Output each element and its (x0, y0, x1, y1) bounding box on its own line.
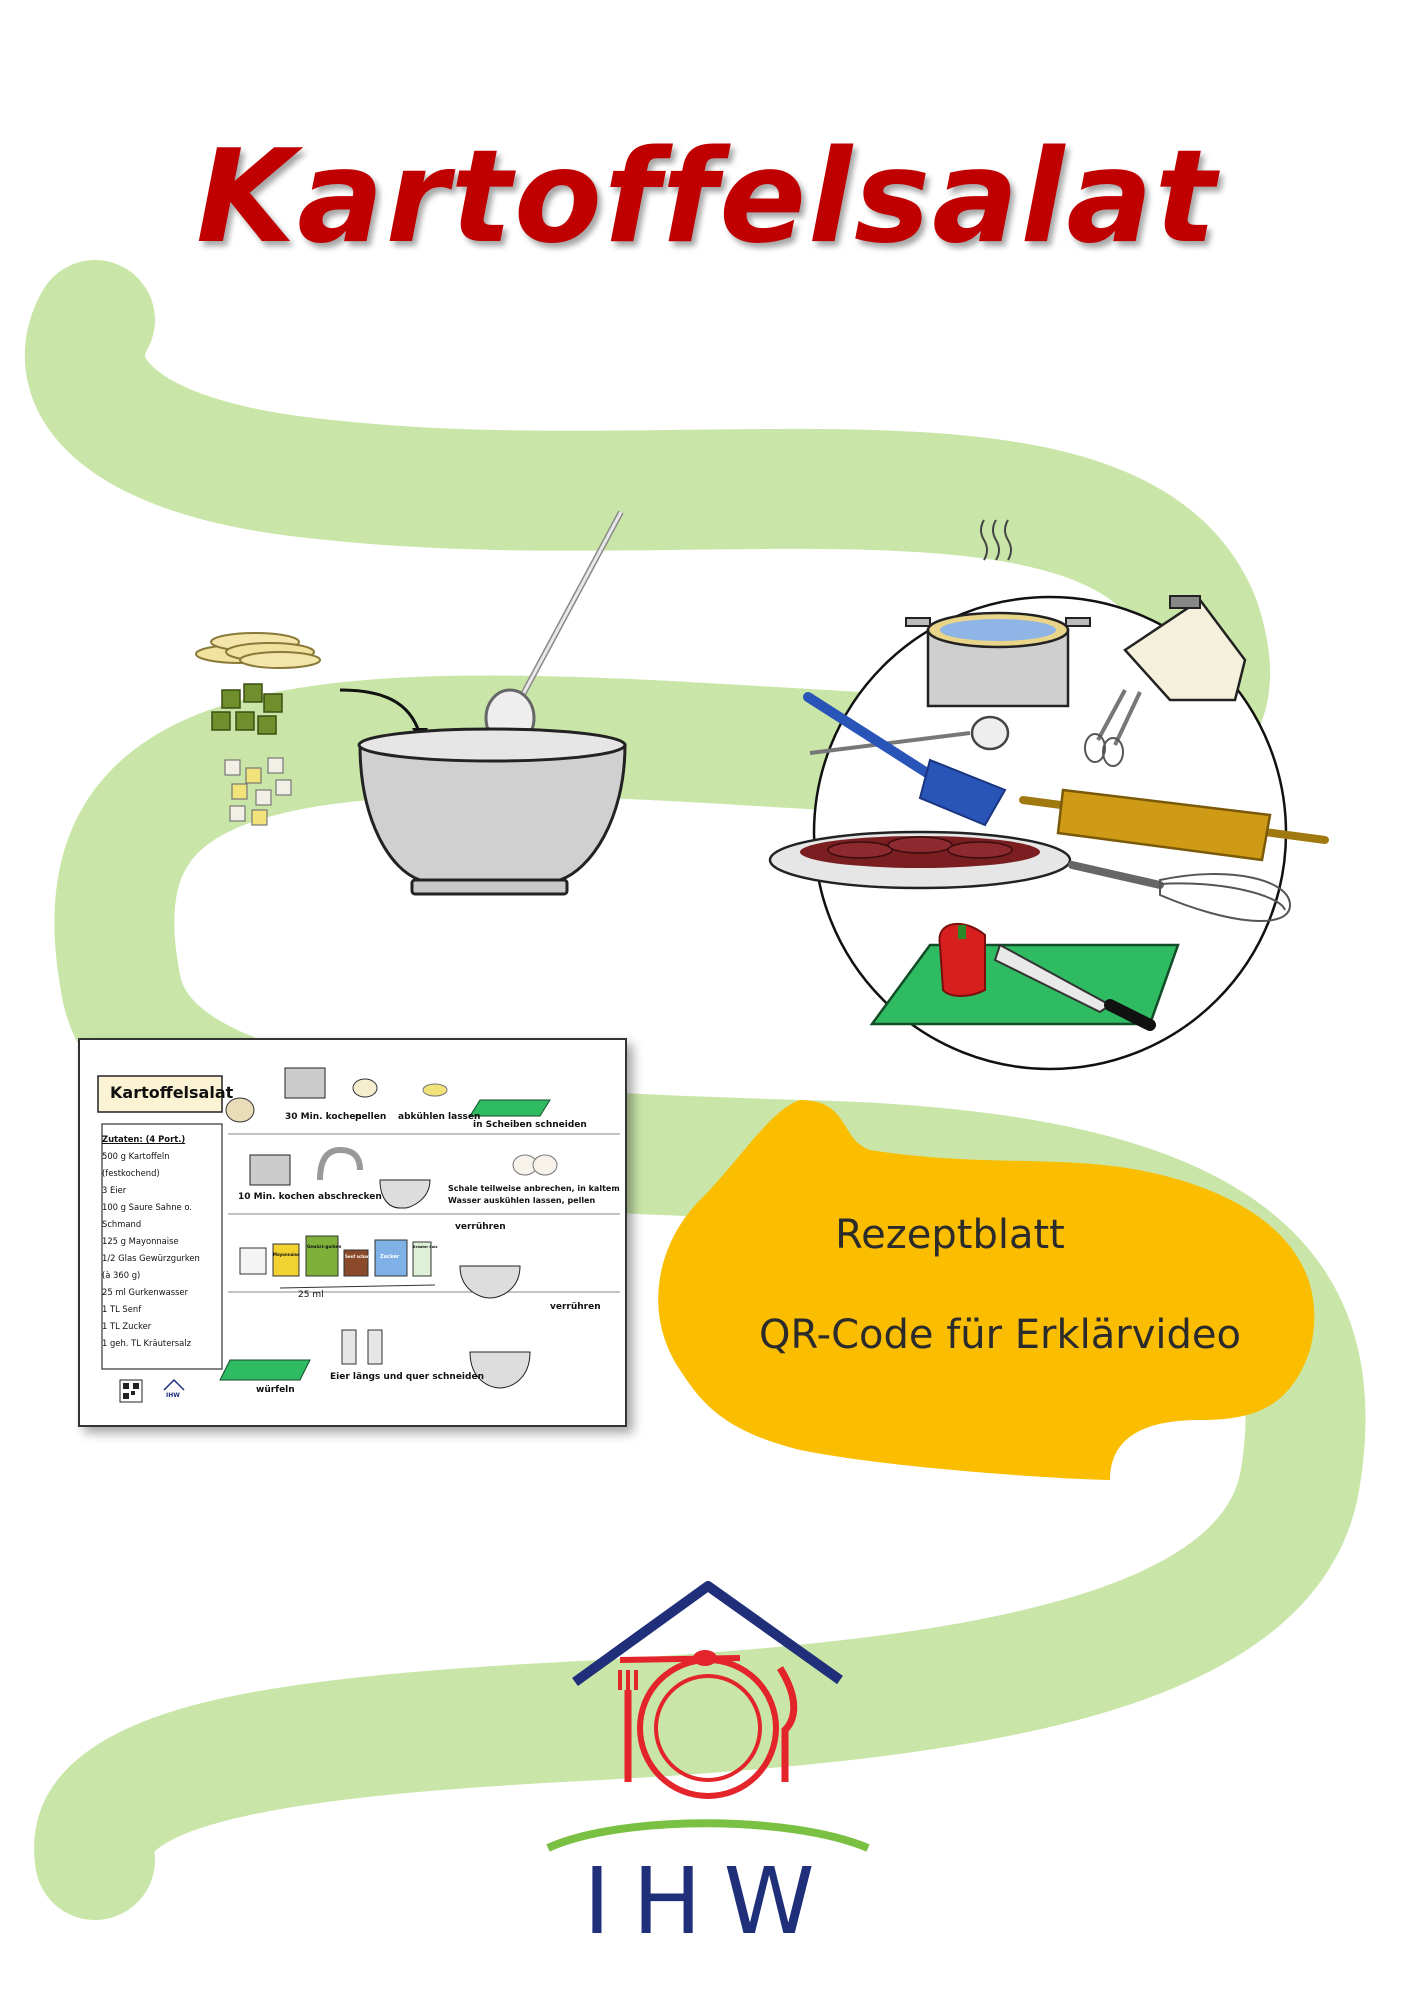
ihw-small-logo-icon (163, 1378, 185, 1391)
step-label: verrühren (455, 1222, 506, 1232)
ingredient-item: 1/2 Glas Gewürzgurken (102, 1253, 200, 1263)
ingredient-item: 1 geh. TL Kräutersalz (102, 1338, 192, 1348)
jar-label: Kräuter Salz (413, 1245, 438, 1249)
recipe-sheet-logo-text: IHW (166, 1392, 180, 1399)
arrow-icon (339, 688, 422, 736)
baking-dish-icon (768, 830, 1072, 890)
ingredient-item: (festkochend) (102, 1168, 160, 1178)
jar-label: Senf scharf (345, 1254, 371, 1259)
page-title: Kartoffelsalat (196, 123, 1218, 272)
recipe-sheet-title: Kartoffelsalat (110, 1083, 234, 1102)
step-label: Schale teilweise anbrechen, in kaltem (448, 1184, 620, 1193)
step-label: pellen (355, 1112, 387, 1122)
green-arc-icon (546, 1819, 870, 1852)
ingredient-item: 1 TL Senf (102, 1304, 142, 1314)
egg-cubes-icon (224, 757, 292, 826)
ingredients-heading: Zutaten: (4 Port.) (102, 1134, 186, 1144)
knife-icon (777, 1666, 798, 1782)
step-label: abkühlen lassen (398, 1112, 481, 1122)
bell-pepper-icon (938, 922, 986, 997)
potato-slices-icon (195, 632, 321, 669)
hand-mixer-icon (1084, 595, 1247, 767)
ingredient-item: 1 TL Zucker (102, 1321, 152, 1331)
step-label: verrühren (550, 1302, 601, 1312)
step-label: 30 Min. kochen (285, 1112, 362, 1122)
step-label: 10 Min. kochen (238, 1192, 315, 1202)
house-roof-icon (572, 1581, 843, 1687)
ingredient-list: Zutaten: (4 Port.) 500 g Kartoffeln (fes… (102, 1131, 222, 1352)
ingredient-item: 25 ml Gurkenwasser (102, 1287, 189, 1297)
jar-label: Mayonnaise (273, 1252, 300, 1257)
step-label: abschrecken (318, 1192, 382, 1202)
ingredient-item: 125 g Mayonnaise (102, 1236, 179, 1246)
ingredient-item: (à 360 g) (102, 1270, 141, 1280)
ingredient-item: 100 g Saure Sahne o. (102, 1202, 192, 1212)
ingredient-item: 3 Eier (102, 1185, 127, 1195)
ingredient-item: Schmand (102, 1219, 142, 1229)
step-label: 25 ml (298, 1290, 324, 1300)
knife-icon (993, 943, 1112, 1014)
spoon-icon (619, 1650, 741, 1666)
step-label: Eier längs und quer schneiden (330, 1372, 484, 1382)
cutting-board-icon (869, 922, 1180, 1031)
step-label: würfeln (256, 1385, 295, 1395)
rolling-pin-icon (1019, 788, 1329, 862)
plate-icon (637, 1657, 779, 1799)
whisk-icon (1068, 861, 1292, 922)
recipe-sheet-drawings (97, 1067, 620, 1403)
cloud-line-recipe-sheet: Rezeptblatt (835, 1212, 1065, 1258)
qr-code-icon (119, 1379, 143, 1403)
jar-label: Gewürz-gurken (307, 1244, 342, 1249)
ingredient-item: 500 g Kartoffeln (102, 1151, 170, 1161)
step-label: in Scheiben schneiden (473, 1120, 587, 1130)
recipe-sheet-preview: Kartoffelsalat Zutaten: (4 Port.) 500 g … (78, 1038, 627, 1427)
pickle-cubes-icon (211, 683, 283, 735)
jar-label: Zucker (380, 1254, 400, 1260)
spatula-icon (803, 692, 1007, 827)
fork-icon (618, 1670, 638, 1782)
cooking-pot-icon (905, 519, 1091, 708)
step-label: Wasser auskühlen lassen, pellen (448, 1196, 596, 1205)
cloud-line-qr-code: QR-Code für Erklärvideo (758, 1312, 1241, 1358)
logo-text: IHW (583, 1848, 837, 1955)
